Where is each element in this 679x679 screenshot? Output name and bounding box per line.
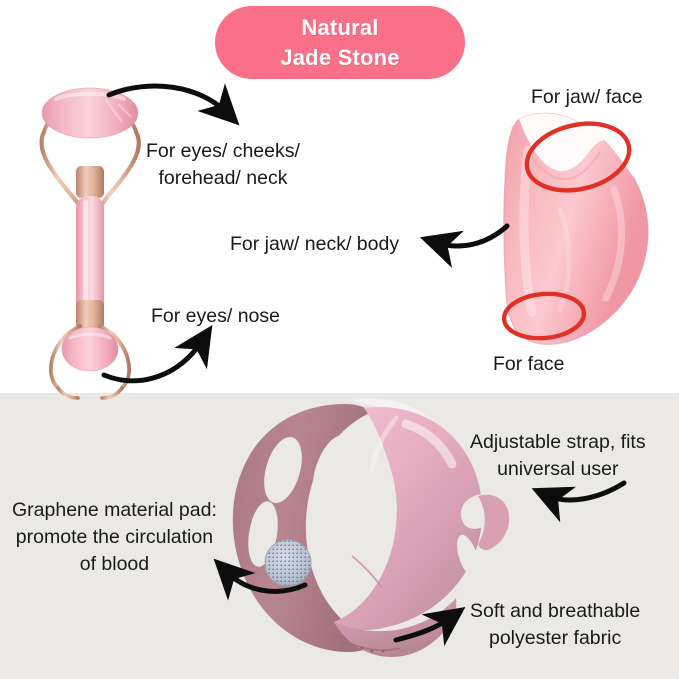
callout-guasha-body: For jaw/ neck/ body [230,233,400,255]
callout-guasha-top: For jaw/ face [531,86,643,108]
callout-roller-top: For eyes/ cheeks/ forehead/ neck [146,140,300,189]
title-line-1: Natural [301,14,379,40]
callout-roller-bottom: For eyes/ nose [151,305,280,327]
callout-adjustable-strap: Adjustable strap, fits universal user [470,431,646,480]
title-badge: Natural Jade Stone [215,6,465,79]
callout-guasha-bottom: For face [493,353,565,375]
title-line-2: Jade Stone [280,44,400,70]
callout-polyester-fabric: Soft and breathable polyester fabric [470,600,641,649]
callout-graphene-pad: Graphene material pad: promote the circu… [12,499,217,575]
